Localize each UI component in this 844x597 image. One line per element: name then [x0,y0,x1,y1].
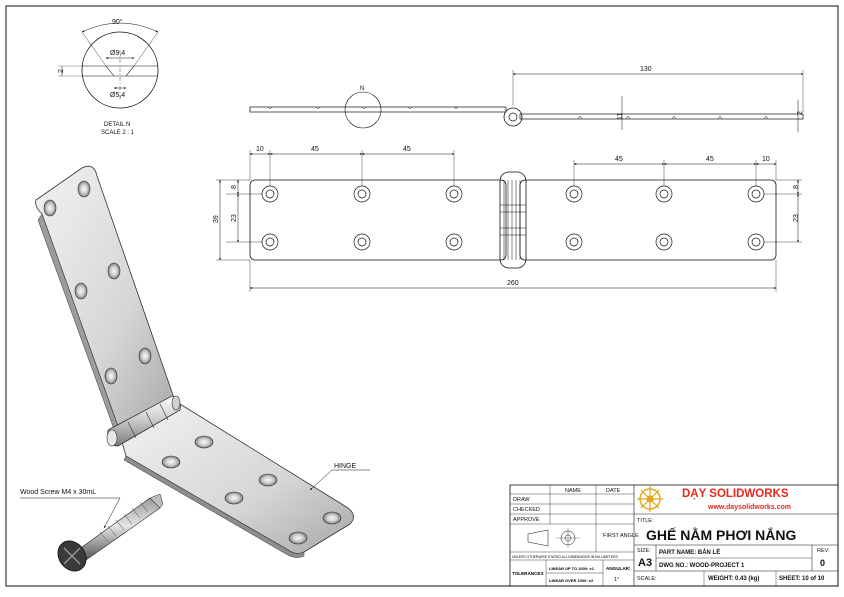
side-view: N 130 11 2 [249,66,804,132]
tb-title-label: TITLE: [637,518,654,524]
tb-rev: 0 [820,558,825,568]
sheet-border [5,5,839,587]
tb-angular-label: ANGULAR: [606,566,631,571]
tb-rev-label: REV: [817,548,830,554]
tb-part-name: PART NAME: BẢN LỀ [659,549,720,556]
tb-col-date: DATE [606,488,621,494]
hinge-knuckles [106,395,181,447]
tb-weight: WEIGHT: 0.43 (kg) [708,576,759,582]
dim-total-length: 260 [507,280,519,287]
side-thickness-dim: 2 [797,111,804,115]
top-view: 10 45 45 45 45 10 39 23 8 8 23 260 [213,146,802,292]
dim-pitch-left-1: 45 [311,146,319,153]
dim-edge-offset-right: 8 [793,185,800,189]
detail-depth: 2 [58,69,65,73]
hinge-3d-view: HINGE [35,165,370,558]
tb-angular-value: 1° [614,577,619,583]
tb-scale-label: SCALE: [637,576,657,582]
detail-scale: SCALE 2 : 1 [101,130,135,136]
dim-pitch-right-1: 45 [615,156,623,163]
tb-linear-over: LINEAR OVER 1000: ±2 [549,578,594,583]
tb-projection: FIRST ANGLE [603,533,639,539]
tb-tolerances: TOLERANCES [512,571,544,576]
drawing-title: GHẾ NẰM PHƠI NẮNG [646,526,797,543]
dim-pitch-left-2: 45 [403,146,411,153]
screw-callout: Wood Screw M4 x 30mL [20,489,96,496]
detail-dia-top: Ø9,4 [110,50,125,57]
tb-row-checked: CHECKED [513,507,540,513]
dim-pitch-right-2: 45 [706,156,714,163]
dim-width: 39 [213,215,220,223]
hinge-callout: HINGE [334,463,357,470]
first-angle-symbol [527,528,580,548]
tb-linear-up: LINEAR UP TO 1000: ±1 [549,566,595,571]
dim-right-edge: 10 [762,156,770,163]
company-website: www.daysolidworks.com [707,504,791,511]
detail-n-view: 90° Ø9,4 Ø5,4 2 DETAIL N SCALE 2 : 1 [58,18,159,136]
hinge-holes-upper [43,180,152,385]
tb-size: A3 [638,557,652,569]
side-length-dim: 130 [640,66,652,73]
detail-angle: 90° [112,18,123,26]
tb-sheet: SHEET: 10 of 10 [779,576,825,582]
company-logo-icon [637,486,663,512]
detail-marker-n: N [360,86,364,92]
title-block: NAME DATE DRAW CHECKED APPROVE FIRST ANG… [509,484,839,587]
tb-note: UNLESS OTHERWISE STATED ALL DIMENSIONS I… [512,555,618,559]
wood-screw-view: Wood Screw M4 x 30mL [20,489,164,572]
hinge-holes-lower [161,435,342,545]
detail-dia-bottom: Ø5,4 [110,92,125,99]
tb-size-label: SIZE: [637,548,651,554]
side-height-dim: 11 [617,113,624,120]
detail-title: DETAIL N [104,122,130,128]
dim-left-edge: 10 [256,146,264,153]
tb-row-approve: APPROVE [513,517,540,523]
tb-row-draw: DRAW [513,497,530,503]
dim-hole-spacing-left: 23 [231,214,238,222]
dim-edge-offset-left: 8 [231,185,238,189]
tb-dwg-no: DWG NO.: WOOD-PROJECT 1 [659,563,745,569]
dim-hole-spacing-right: 23 [793,214,800,222]
company-name: DẠY SOLIDWORKS [682,488,789,500]
tb-col-name: NAME [565,488,581,494]
top-view-holes [261,185,765,251]
